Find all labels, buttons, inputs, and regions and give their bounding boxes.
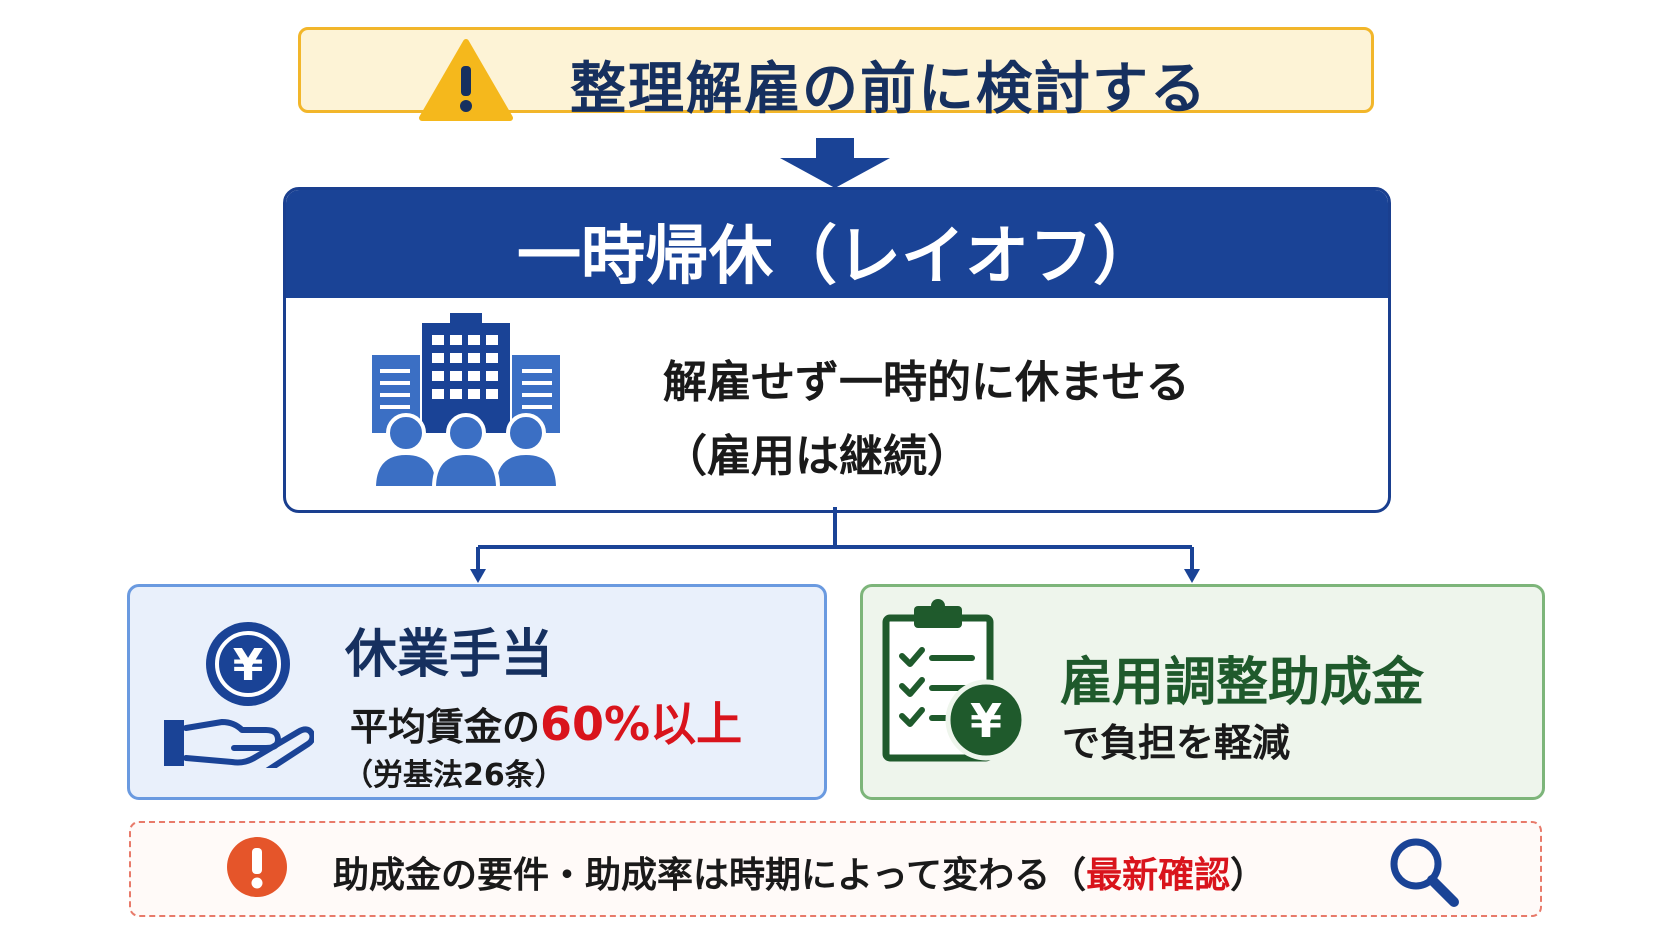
office-building-people-icon: [371, 313, 561, 488]
exclamation-circle-icon: [227, 837, 287, 897]
subsidy-title: 雇用調整助成金: [1060, 653, 1425, 713]
notice-text-highlight: 最新確認: [1086, 855, 1231, 896]
magnifier-icon: [1390, 838, 1459, 907]
leave-allowance-rate: 平均賃金の60%以上: [350, 688, 742, 754]
layoff-description: 解雇せず一時的に休ませる （雇用は継続）: [663, 346, 1190, 494]
notice-text-prefix: 助成金の要件・助成率は時期によって変わる（: [333, 855, 1087, 896]
notice-text: 助成金の要件・助成率は時期によって変わる（最新確認）: [333, 846, 1266, 898]
layoff-desc-line1: 解雇せず一時的に休ませる: [663, 357, 1190, 408]
banner-title: 整理解雇の前に検討する: [570, 57, 1208, 122]
layoff-card-header: [286, 190, 1388, 298]
notice-box: [129, 821, 1542, 917]
subsidy-description: で負担を軽減: [1062, 721, 1291, 765]
warning-triangle-icon: [419, 39, 513, 121]
notice-text-suffix: ）: [1230, 855, 1267, 896]
yen-coin-hand-icon: ¥: [164, 622, 314, 768]
layoff-desc-line2: （雇用は継続）: [663, 431, 971, 482]
leave-allowance-rate-prefix: 平均賃金の: [350, 705, 541, 749]
leave-allowance-rate-highlight: 60%以上: [540, 697, 743, 751]
leave-allowance-title: 休業手当: [345, 625, 554, 685]
clipboard-checklist-yen-icon: ¥: [882, 599, 1027, 762]
right-coin-symbol: ¥: [970, 694, 1002, 748]
down-arrow-icon: [780, 138, 890, 188]
left-coin-symbol: ¥: [233, 640, 264, 691]
branch-connector: [470, 507, 1200, 583]
layoff-title: 一時帰休（レイオフ）: [517, 220, 1157, 294]
leave-allowance-law: （労基法26条）: [343, 758, 565, 793]
